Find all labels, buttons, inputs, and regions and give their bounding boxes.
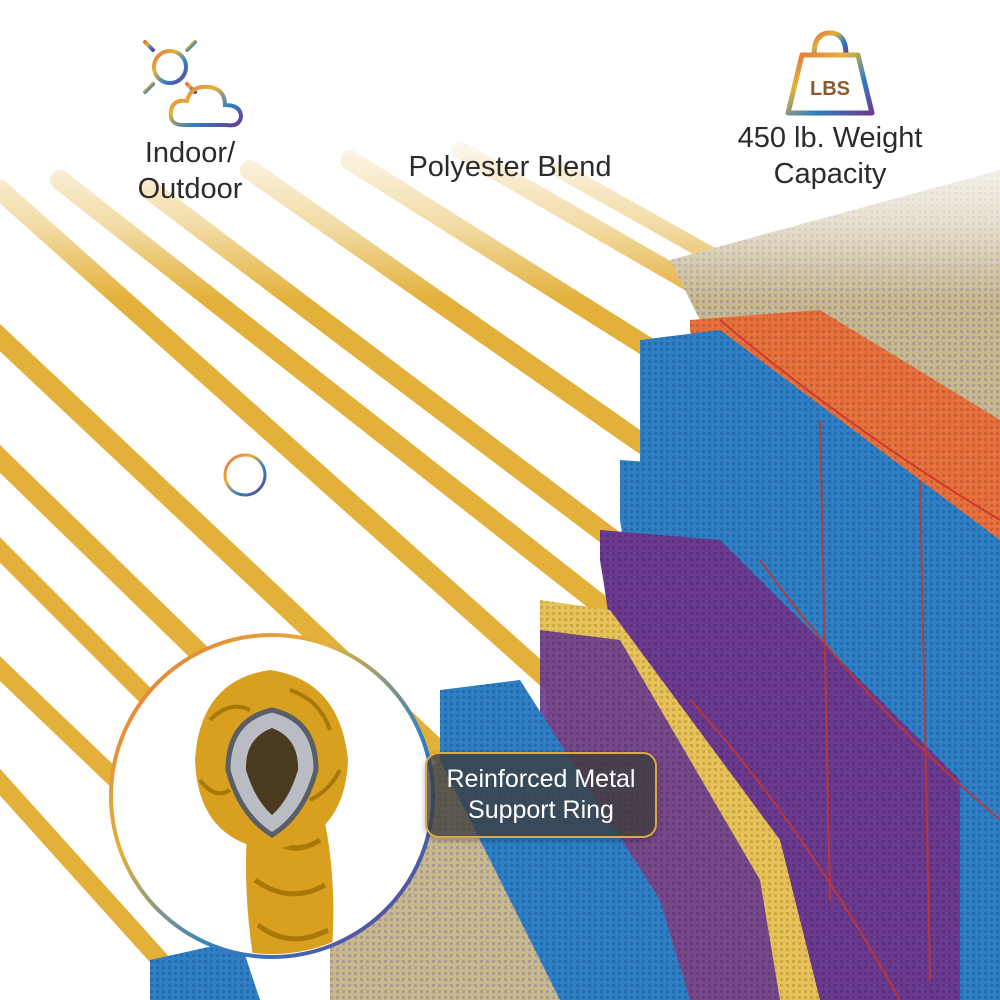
feature-label: Outdoor: [137, 173, 243, 205]
feature-weight-capacity: LBS 450 lb. Weight Capacity: [700, 25, 960, 192]
feature-label: Capacity: [773, 158, 887, 190]
feature-label: Polyester Blend: [408, 151, 612, 183]
feature-indoor-outdoor: Indoor/ Outdoor: [90, 25, 290, 207]
weight-icon: LBS: [700, 25, 960, 120]
weight-icon-text: LBS: [810, 78, 850, 100]
feature-label: 450 lb. Weight: [737, 122, 923, 154]
sun-cloud-icon: [90, 25, 290, 135]
callout-line: Support Ring: [468, 796, 614, 824]
callout-line: Reinforced Metal: [446, 765, 636, 793]
callout-label: Reinforced Metal Support Ring: [425, 752, 657, 838]
feature-label: Indoor/: [144, 137, 236, 169]
feature-polyester: Polyester Blend: [380, 35, 640, 185]
fabric-grid-icon: [380, 35, 640, 125]
